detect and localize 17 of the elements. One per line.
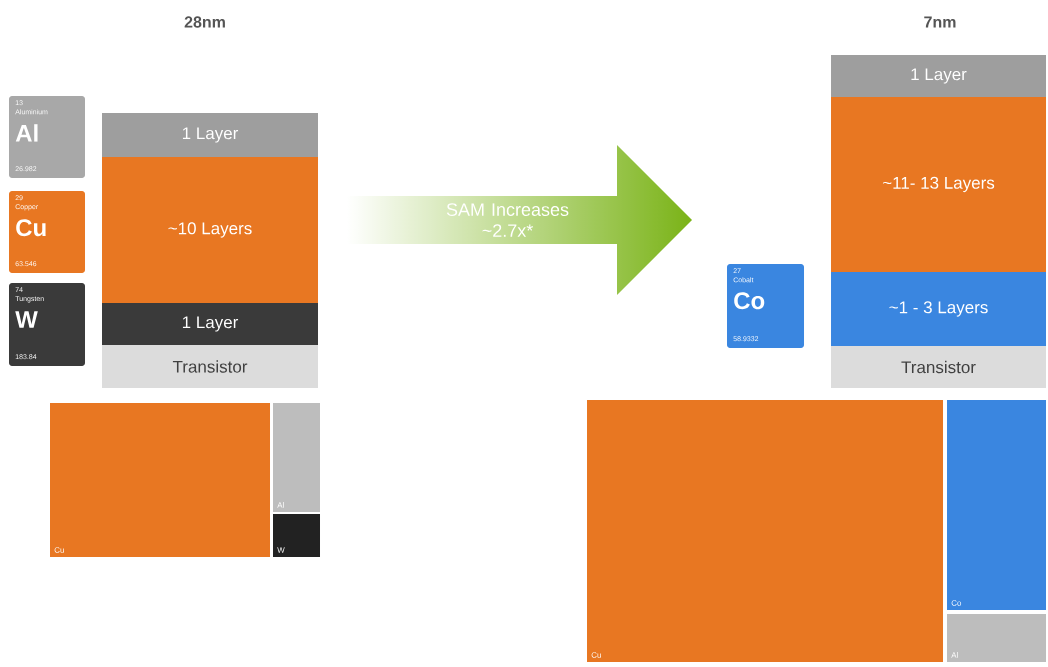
process-node-label: 28nm [184, 16, 225, 28]
layer-band: 1 Layer [102, 113, 318, 157]
layer-band: 1 Layer [831, 55, 1046, 97]
treemap-block: Al [947, 614, 1046, 662]
block-arrow: SAM Increases ~2.7x* [446, 203, 569, 237]
treemap-block: Cu [50, 403, 270, 557]
layer-band: ~11- 13 Layers [831, 97, 1046, 272]
layer-band: ~1 - 3 Layers [831, 272, 1046, 346]
treemap-block: Al [273, 403, 320, 512]
treemap-block: Co [947, 400, 1046, 610]
layer-band: ~10 Layers [102, 157, 318, 303]
layer-band: 1 Layer [102, 303, 318, 345]
treemap-block: W [273, 514, 320, 557]
treemap-block: Cu [587, 400, 943, 662]
process-node-label: 7nm [924, 16, 956, 28]
layer-band: Transistor [831, 346, 1046, 388]
layer-band: Transistor [102, 345, 318, 388]
